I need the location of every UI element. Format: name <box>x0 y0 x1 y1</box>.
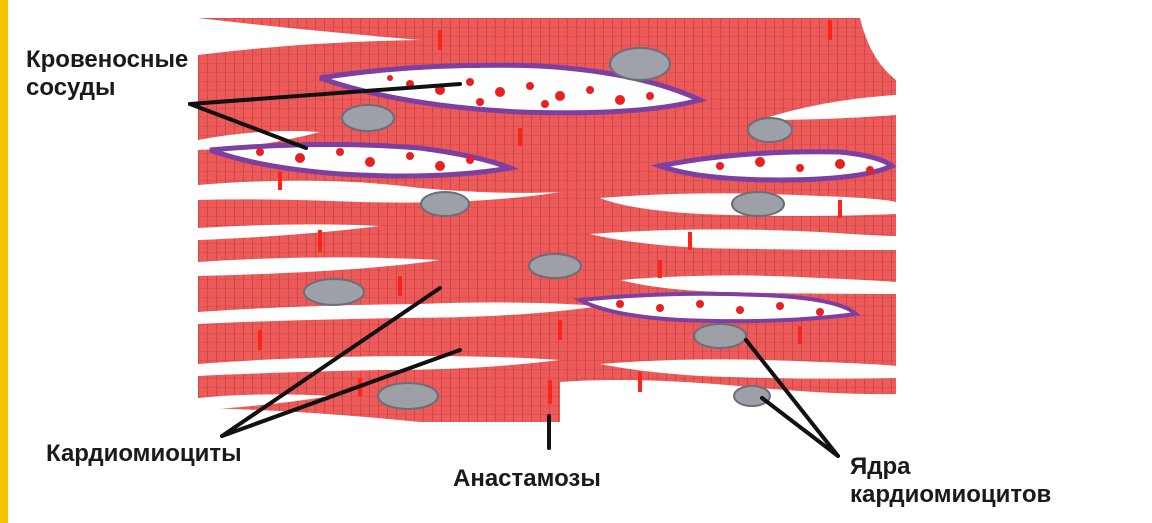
muscle-tissue <box>198 18 896 422</box>
nucleus <box>734 386 770 406</box>
nucleus <box>342 105 394 131</box>
label-nuclei: Ядра кардиомиоцитов <box>850 453 1051 509</box>
nucleus <box>529 254 581 278</box>
label-nuclei-line2: кардиомиоцитов <box>850 481 1051 509</box>
label-nuclei-line1: Ядра <box>850 453 1051 481</box>
nucleus <box>378 383 438 409</box>
nucleus <box>421 192 469 216</box>
nucleus <box>748 118 792 142</box>
label-cardiomyocytes: Кардиомиоциты <box>46 440 242 468</box>
nucleus <box>732 192 784 216</box>
label-blood-vessels: Кровеносные сосуды <box>26 46 188 102</box>
label-anastomoses: Анастамозы <box>453 465 601 493</box>
label-blood-vessels-line2: сосуды <box>26 74 188 102</box>
nucleus <box>694 324 746 348</box>
label-blood-vessels-line1: Кровеносные <box>26 46 188 74</box>
nucleus <box>304 279 364 305</box>
